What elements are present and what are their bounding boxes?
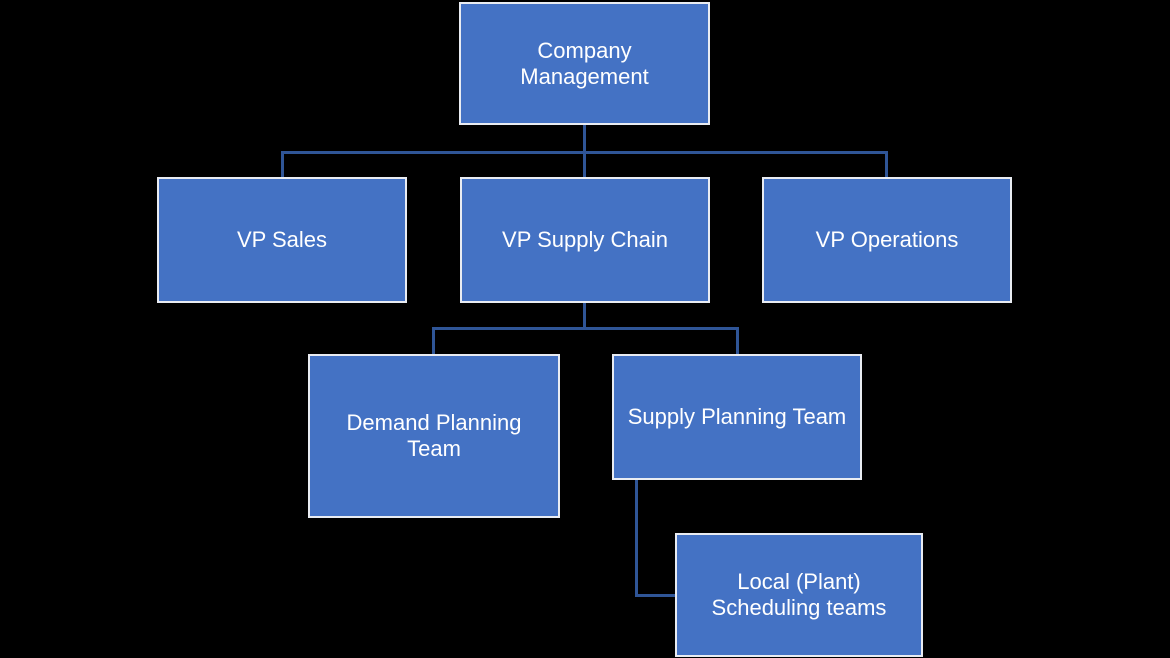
org-node-vp-sales: VP Sales xyxy=(157,177,407,303)
org-node-local-plant-scheduling-teams: Local (Plant) Scheduling teams xyxy=(675,533,923,657)
connector-vp-supply-chain-to-level3-bus xyxy=(583,303,586,330)
connector-level3-bus xyxy=(432,327,739,330)
org-node-label-line: Demand Planning xyxy=(346,410,522,435)
connector-level2-bus xyxy=(281,151,888,154)
org-node-label-line: VP Sales xyxy=(236,227,328,252)
org-node-demand-planning-team: Demand Planning Team xyxy=(308,354,560,518)
org-node-label-line: Local (Plant) xyxy=(737,569,861,594)
org-node-label-line: Management xyxy=(520,63,649,89)
org-node-label-line: VP Supply Chain xyxy=(502,227,668,252)
org-node-vp-supply-chain: VP Supply Chain xyxy=(460,177,710,303)
org-node-label-line: Scheduling teams xyxy=(711,595,887,620)
org-node-label-line: Supply Planning Team xyxy=(627,404,847,429)
connector-bus-to-vp-sales xyxy=(281,151,284,177)
connector-bus-to-supply-planning xyxy=(736,327,739,354)
org-node-supply-planning-team: Supply Planning Team xyxy=(612,354,862,480)
connector-bus-to-demand-planning xyxy=(432,327,435,354)
connector-bus-to-vp-operations xyxy=(885,151,888,177)
org-node-company-management: Company Management xyxy=(459,2,710,125)
org-node-vp-operations: VP Operations xyxy=(762,177,1012,303)
connector-supply-planning-elbow-horizontal xyxy=(635,594,675,597)
org-node-label-line: VP Operations xyxy=(815,227,959,252)
org-node-label-line: Company xyxy=(537,37,632,63)
connector-supply-planning-elbow-vertical xyxy=(635,480,638,597)
org-node-label-line: Team xyxy=(407,436,461,461)
